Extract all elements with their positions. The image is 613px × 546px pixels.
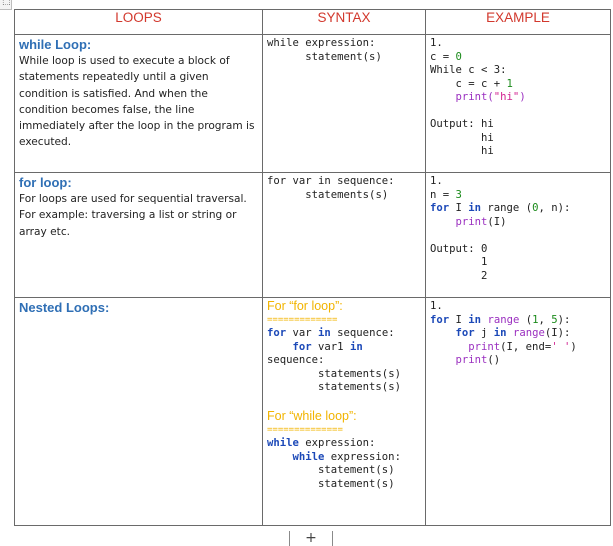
nested-loops-title: Nested Loops:	[19, 300, 110, 315]
nested-syntax-cell[interactable]: For “for loop”: ============= for var in s…	[262, 297, 426, 526]
while-loop-title: while Loop:	[19, 37, 92, 52]
nested-loops-row: Nested Loops: For “for loop”: ===========…	[14, 297, 611, 526]
for-output-3: 2	[481, 269, 488, 282]
nested-description-cell[interactable]: Nested Loops:	[14, 297, 263, 526]
while-description-cell[interactable]: while Loop: While loop is used to execut…	[14, 34, 263, 173]
for-example-line3: print(I)	[455, 215, 507, 228]
while-example-line1: c = 0	[430, 50, 462, 63]
nested-while-line3: statement(s)	[318, 464, 395, 476]
nested-while-line4: statement(s)	[318, 477, 395, 490]
while-loop-row: while Loop: While loop is used to execut…	[14, 34, 611, 173]
for-example-line1: n = 3	[430, 188, 462, 201]
for-example-number: 1.	[430, 175, 443, 187]
header-syntax: SYNTAX	[262, 9, 426, 35]
for-output-2: 1	[481, 256, 488, 268]
for-loop-title: for loop:	[19, 175, 72, 190]
loops-table: LOOPS SYNTAX EXAMPLE while Loop: While l…	[14, 9, 611, 526]
nested-for-rule: =============	[267, 315, 338, 325]
header-example: EXAMPLE	[425, 9, 611, 35]
while-loop-description: While loop is used to execute a block of…	[19, 55, 255, 149]
for-loop-row: for loop: For loops are used for sequent…	[14, 172, 611, 298]
while-example-line2: While c < 3:	[430, 64, 507, 76]
for-example-cell[interactable]: 1. n = 3 for I in range (0, n): print(I)…	[425, 172, 611, 298]
nested-while-line1: while expression:	[267, 437, 376, 449]
while-syntax-cell[interactable]: while expression: statement(s)	[262, 34, 426, 173]
add-row-button[interactable]: +	[289, 531, 333, 546]
nested-example-number: 1.	[430, 300, 443, 312]
for-syntax-cell[interactable]: for var in sequence: statements(s)	[262, 172, 426, 298]
for-example-line2: for I in range (0, n):	[430, 202, 571, 214]
while-example-line3: c = c + 1	[430, 77, 513, 90]
nested-example-line2: for j in range(I):	[455, 327, 571, 339]
for-syntax-line2: statements(s)	[305, 188, 389, 201]
nested-while-rule: ==============	[267, 425, 343, 435]
nested-for-line1: for var in sequence:	[267, 327, 395, 339]
while-example-cell[interactable]: 1. c = 0 While c < 3: c = c + 1 print("h…	[425, 34, 611, 173]
for-syntax-line1: for var in sequence:	[267, 175, 395, 187]
table-select-handle[interactable]: ⬚	[0, 0, 12, 10]
nested-example-line1: for I in range (1, 5):	[430, 313, 571, 326]
while-example-number: 1.	[430, 37, 443, 49]
while-output-label: Output: hi	[430, 118, 494, 130]
for-output-label: Output: 0	[430, 242, 488, 255]
header-loops: LOOPS	[14, 9, 263, 35]
while-output-2: hi	[481, 131, 494, 144]
nested-example-cell[interactable]: 1. for I in range (1, 5): for j in range…	[425, 297, 611, 526]
nested-example-line3: print(I, end=' ')	[468, 340, 577, 353]
for-description-cell[interactable]: for loop: For loops are used for sequent…	[14, 172, 263, 298]
nested-example-line4: print()	[455, 354, 501, 366]
nested-for-line3: sequence:	[267, 354, 325, 366]
header-row: LOOPS SYNTAX EXAMPLE	[14, 9, 611, 35]
nested-for-line2: for var1 in	[292, 340, 363, 353]
nested-for-heading: For “for loop”:	[267, 299, 343, 313]
nested-while-heading: For “while loop”:	[267, 409, 357, 423]
while-syntax-line1: while expression:	[267, 37, 376, 49]
while-syntax-line2: statement(s)	[305, 50, 382, 63]
for-loop-description: For loops are used for sequential traver…	[19, 193, 247, 238]
while-example-line4: print("hi")	[455, 91, 526, 103]
nested-for-line5: statements(s)	[318, 381, 401, 393]
while-output-3: hi	[481, 145, 494, 157]
nested-while-line2: while expression:	[292, 450, 401, 463]
nested-for-line4: statements(s)	[318, 367, 401, 380]
